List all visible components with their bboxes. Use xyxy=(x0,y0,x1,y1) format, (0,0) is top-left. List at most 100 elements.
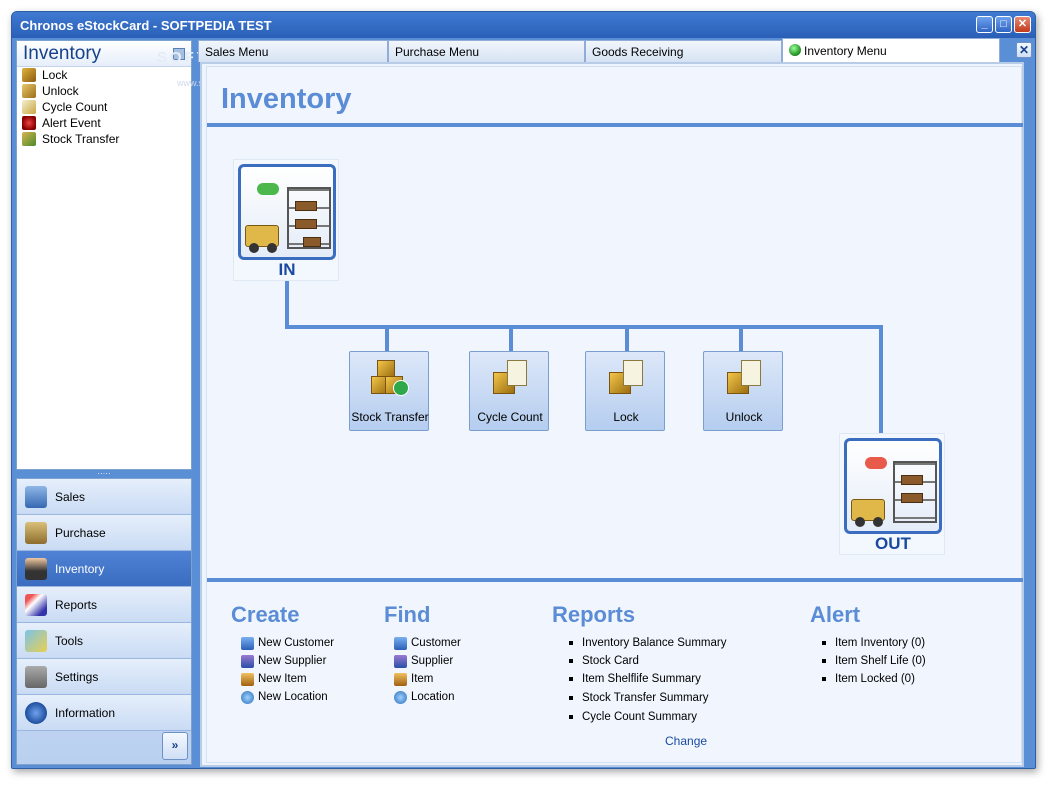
splitter-grip[interactable]: ····· xyxy=(97,469,111,478)
close-button[interactable]: ✕ xyxy=(1014,16,1031,33)
globe-icon xyxy=(241,690,254,704)
new-item-link[interactable]: New Item xyxy=(241,671,307,687)
alert-item-shelf-life-link[interactable]: Item Shelf Life (0) xyxy=(822,653,926,669)
flow-line xyxy=(509,325,513,351)
nav-inventory[interactable]: Inventory xyxy=(17,551,191,587)
window-title: Chronos eStockCard - SOFTPEDIA TEST xyxy=(20,18,272,33)
lock-tile[interactable]: Lock xyxy=(585,351,665,431)
tile-label: Cycle Count xyxy=(477,410,543,424)
bag-icon xyxy=(25,521,47,544)
flow-line xyxy=(879,325,883,433)
customer-icon xyxy=(394,636,407,650)
left-sidebar: Inventory ‹ Lock Unlock Cycle Count Aler… xyxy=(16,40,192,765)
flow-line xyxy=(285,325,883,329)
link-label: Item Inventory (0) xyxy=(835,637,926,649)
report-stock-card-link[interactable]: Stock Card xyxy=(569,653,639,669)
nav-label: Sales xyxy=(55,489,86,504)
bullet-icon xyxy=(822,659,826,663)
task-panel-header: Inventory ‹ xyxy=(17,41,191,67)
task-item-cycle-count[interactable]: Cycle Count xyxy=(17,99,191,115)
collapse-icon[interactable]: ‹ xyxy=(173,48,185,60)
link-label: New Item xyxy=(258,673,307,685)
nav-sales[interactable]: Sales xyxy=(17,479,191,515)
in-tile[interactable]: IN xyxy=(233,159,339,281)
find-customer-link[interactable]: Customer xyxy=(394,635,461,651)
title-bar: Chronos eStockCard - SOFTPEDIA TEST _ □ … xyxy=(12,12,1035,38)
report-inventory-balance-link[interactable]: Inventory Balance Summary xyxy=(569,635,726,651)
nav-reports[interactable]: Reports xyxy=(17,587,191,623)
link-label: Cycle Count Summary xyxy=(582,711,698,723)
task-item-label: Stock Transfer xyxy=(42,132,120,146)
navigation-pane: Sales Purchase Inventory Reports Tools S… xyxy=(16,478,192,765)
find-supplier-link[interactable]: Supplier xyxy=(394,653,453,669)
find-item-link[interactable]: Item xyxy=(394,671,433,687)
tab-label: Sales Menu xyxy=(205,45,269,59)
create-heading: Create xyxy=(231,602,300,627)
tab-inventory-menu[interactable]: Inventory Menu xyxy=(782,38,1000,62)
link-label: Customer xyxy=(411,637,461,649)
warehouse-in-icon xyxy=(238,164,336,260)
report-item-shelflife-link[interactable]: Item Shelflife Summary xyxy=(569,671,701,687)
cycle-count-icon xyxy=(22,100,36,114)
report-stock-transfer-link[interactable]: Stock Transfer Summary xyxy=(569,690,709,706)
task-item-stock-transfer[interactable]: Stock Transfer xyxy=(17,131,191,147)
nav-label: Inventory xyxy=(55,561,105,576)
page-title: Inventory xyxy=(221,83,352,115)
new-customer-link[interactable]: New Customer xyxy=(241,635,334,651)
task-item-label: Unlock xyxy=(42,84,79,98)
bullet-icon xyxy=(822,677,826,681)
cycle-count-icon xyxy=(491,360,529,398)
bank-icon xyxy=(25,485,47,508)
nav-label: Settings xyxy=(55,669,99,684)
tile-label: Unlock xyxy=(725,410,763,424)
nav-information[interactable]: Information xyxy=(17,695,191,731)
cycle-count-tile[interactable]: Cycle Count xyxy=(469,351,549,431)
tile-label: Stock Transfer xyxy=(351,410,429,424)
tab-sales-menu[interactable]: Sales Menu xyxy=(198,40,388,62)
link-label: Location xyxy=(411,691,455,703)
bullet-icon xyxy=(569,696,573,700)
task-item-unlock[interactable]: Unlock xyxy=(17,83,191,99)
close-tab-button[interactable]: ✕ xyxy=(1016,42,1032,58)
change-reports-link[interactable]: Change xyxy=(665,734,708,748)
bottom-divider xyxy=(207,578,1023,582)
stock-transfer-tile[interactable]: Stock Transfer xyxy=(349,351,429,431)
task-panel-title: Inventory xyxy=(23,43,102,64)
bullet-icon xyxy=(569,677,573,681)
report-cycle-count-link[interactable]: Cycle Count Summary xyxy=(569,709,697,725)
globe-icon xyxy=(394,690,407,704)
alert-item-inventory-link[interactable]: Item Inventory (0) xyxy=(822,635,925,651)
nav-label: Information xyxy=(55,705,116,720)
tab-goods-receiving[interactable]: Goods Receiving xyxy=(585,40,782,62)
tab-purchase-menu[interactable]: Purchase Menu xyxy=(388,40,585,62)
worker-icon xyxy=(25,557,47,580)
unlock-tile[interactable]: Unlock xyxy=(703,351,783,431)
alert-event-icon xyxy=(22,116,36,130)
task-item-alert-event[interactable]: Alert Event xyxy=(17,115,191,131)
flow-line xyxy=(625,325,629,351)
task-item-lock[interactable]: Lock xyxy=(17,67,191,83)
green-dot-icon xyxy=(789,44,801,56)
tools-icon xyxy=(25,629,47,652)
nav-settings[interactable]: Settings xyxy=(17,659,191,695)
maximize-button[interactable]: □ xyxy=(995,16,1012,33)
find-location-link[interactable]: Location xyxy=(394,689,454,705)
alert-item-locked-link[interactable]: Item Locked (0) xyxy=(822,671,915,687)
nav-purchase[interactable]: Purchase xyxy=(17,515,191,551)
nav-tools[interactable]: Tools xyxy=(17,623,191,659)
link-label: New Location xyxy=(258,691,328,703)
inventory-dashboard: Inventory xyxy=(206,66,1023,763)
alert-heading: Alert xyxy=(810,602,861,627)
stock-transfer-icon xyxy=(371,360,409,398)
flow-line xyxy=(285,279,289,329)
tab-label: Goods Receiving xyxy=(592,45,684,59)
new-supplier-link[interactable]: New Supplier xyxy=(241,653,326,669)
expand-nav-button[interactable]: » xyxy=(162,732,188,760)
tile-label: Lock xyxy=(613,410,639,424)
minimize-button[interactable]: _ xyxy=(976,16,993,33)
link-label: Supplier xyxy=(411,655,454,667)
new-location-link[interactable]: New Location xyxy=(241,689,328,705)
out-tile[interactable]: OUT xyxy=(839,433,945,555)
settings-icon xyxy=(25,665,47,688)
tab-strip: Sales Menu Purchase Menu Goods Receiving… xyxy=(198,38,1018,62)
